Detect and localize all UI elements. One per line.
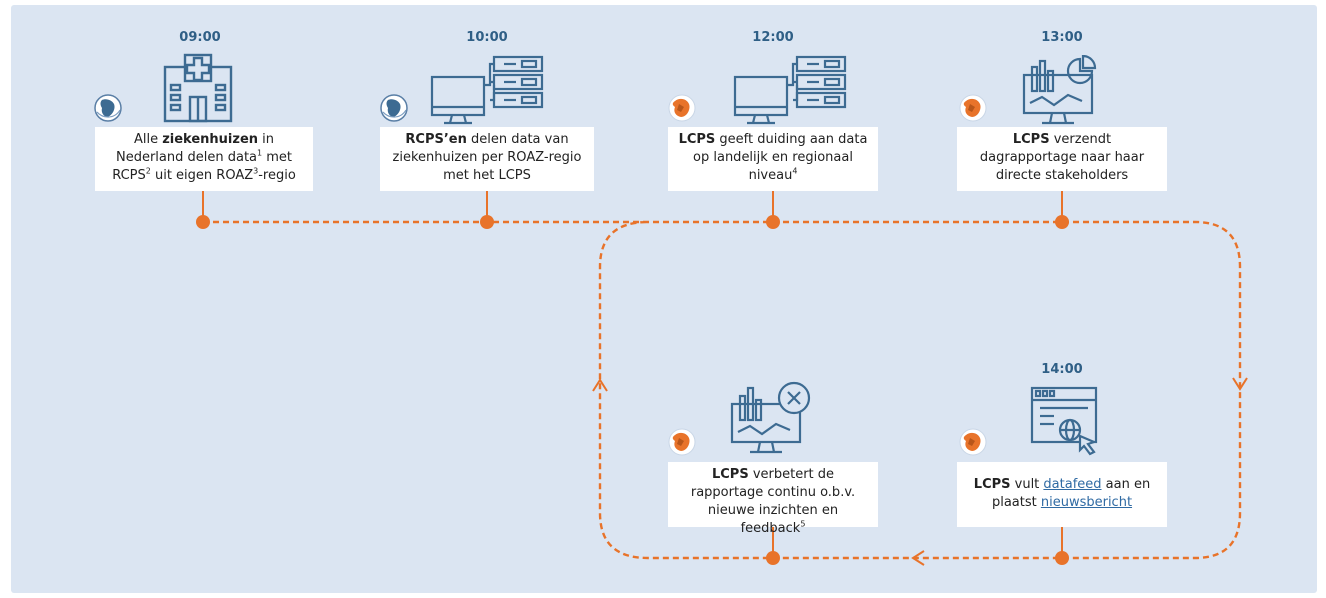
step-box: LCPS verzendt dagrapportage naar haar di… xyxy=(957,127,1167,191)
dashboard-chart-icon xyxy=(1022,55,1097,125)
rcps-logo-icon xyxy=(94,94,122,122)
computer-servers-icon xyxy=(733,55,847,125)
time-label: 09:00 xyxy=(179,30,221,45)
arrow-left xyxy=(911,550,925,566)
step-actor: LCPS xyxy=(973,477,1011,492)
step-box: LCPS vult datafeed aan en plaatst nieuws… xyxy=(957,462,1167,527)
step-text: geeft duiding aan data op landelijk en r… xyxy=(693,132,868,183)
time-label: 14:00 xyxy=(1041,362,1083,377)
step-text: delen data van ziekenhuizen per ROAZ-reg… xyxy=(392,132,582,183)
lcps-logo-icon xyxy=(959,94,987,122)
node-4 xyxy=(1055,215,1069,229)
node-1 xyxy=(196,215,210,229)
arrow-up xyxy=(592,378,608,392)
time-label: 10:00 xyxy=(466,30,508,45)
step-text: -regio xyxy=(258,168,296,183)
step-text: in Nederland delen data xyxy=(115,132,275,165)
nieuwsbericht-link[interactable]: nieuwsbericht xyxy=(1040,495,1133,510)
step-text: uit eigen ROAZ xyxy=(150,168,254,183)
step-actor: LCPS xyxy=(678,132,716,147)
dashboard-cross-icon xyxy=(730,381,811,454)
node-3 xyxy=(766,215,780,229)
cycle-path xyxy=(203,220,1242,560)
computer-servers-icon xyxy=(430,55,544,125)
web-browser-icon xyxy=(1030,386,1098,456)
time-label: 12:00 xyxy=(752,30,794,45)
footnote-ref: 5 xyxy=(800,519,806,529)
step-actor: RCPS’en xyxy=(405,132,467,147)
step-box: LCPS geeft duiding aan data op landelijk… xyxy=(668,127,878,191)
footnote-ref: 3 xyxy=(253,166,259,176)
lcps-logo-icon xyxy=(668,428,696,456)
node-6 xyxy=(766,551,780,565)
step-text: aan en plaatst xyxy=(991,477,1151,510)
step-actor: LCPS xyxy=(711,467,749,482)
rcps-logo-icon xyxy=(380,94,408,122)
step-text: vult xyxy=(1010,477,1044,492)
step-box: RCPS’en delen data van ziekenhuizen per … xyxy=(380,127,594,191)
step-text: met RCPS xyxy=(112,150,293,183)
arrow-down xyxy=(1232,377,1248,391)
datafeed-link[interactable]: datafeed xyxy=(1043,477,1102,492)
node-2 xyxy=(480,215,494,229)
step-text: Alle xyxy=(133,132,163,147)
step-box: LCPS verbetert de rapportage continu o.b… xyxy=(668,462,878,536)
step-box: Alle ziekenhuizen in Nederland delen dat… xyxy=(95,127,313,191)
hospital-icon xyxy=(163,53,233,123)
step-text: verzendt dagrapportage naar haar directe… xyxy=(979,132,1145,183)
time-label: 13:00 xyxy=(1041,30,1083,45)
step-actor: LCPS xyxy=(1012,132,1050,147)
footnote-ref: 1 xyxy=(257,148,263,158)
footnote-ref: 2 xyxy=(145,166,151,176)
lcps-logo-icon xyxy=(668,94,696,122)
step-text: verbetert de rapportage continu o.b.v. n… xyxy=(690,467,856,536)
footnote-ref: 4 xyxy=(792,166,798,176)
step-actor: ziekenhuizen xyxy=(162,132,259,147)
lcps-logo-icon xyxy=(959,428,987,456)
node-5 xyxy=(1055,551,1069,565)
